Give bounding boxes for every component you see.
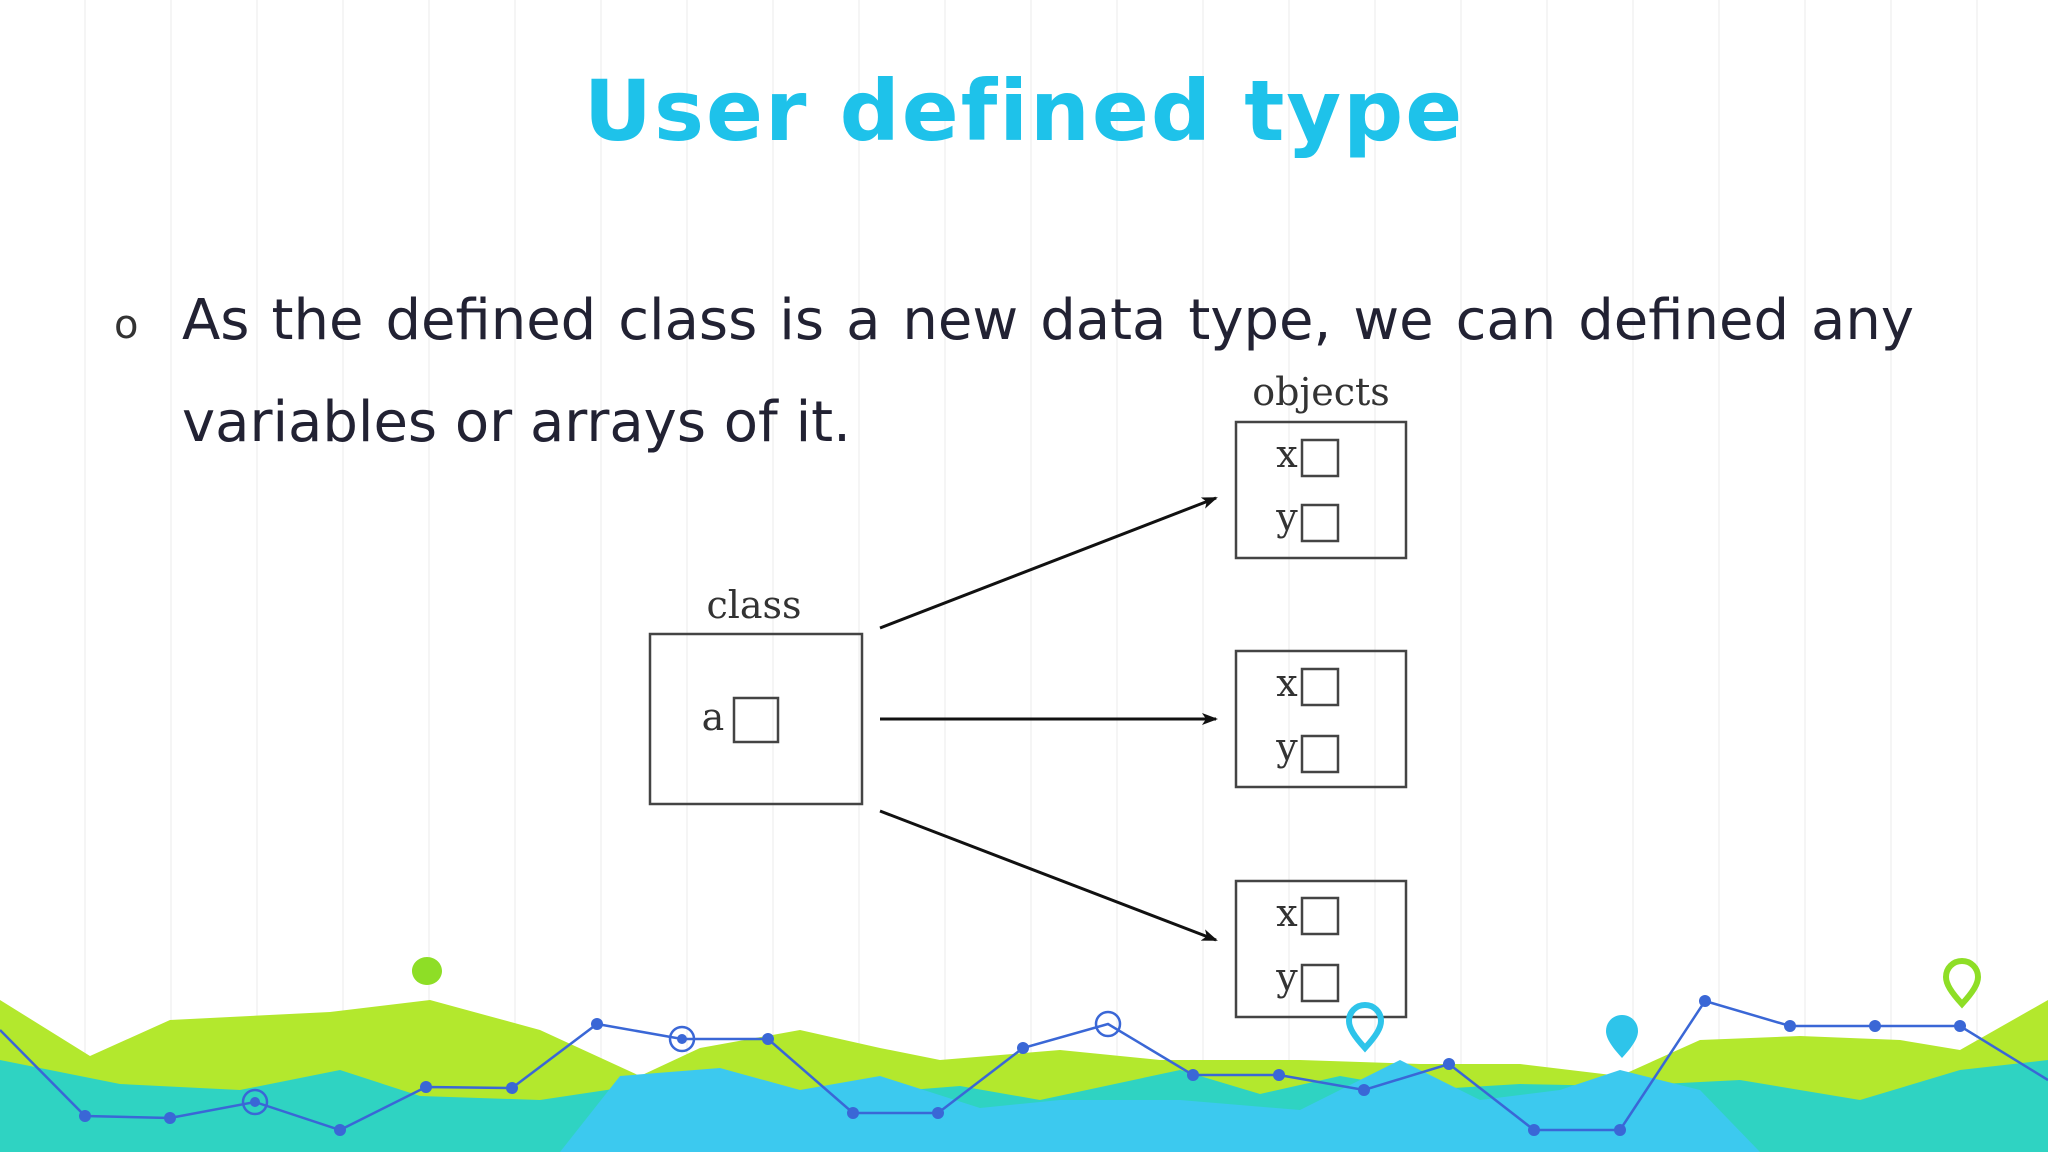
object-1-field-y-label: y xyxy=(1275,495,1298,539)
line-chart-points xyxy=(79,995,1966,1136)
bullet-text-line1: As the defined class is a new data type,… xyxy=(182,288,1914,353)
object-1-field-x-label: x xyxy=(1276,432,1297,476)
class-box xyxy=(648,632,864,806)
object-2-field-y-label: y xyxy=(1275,725,1298,769)
object-box-2: x y xyxy=(1234,649,1408,789)
object-2-field-x-label: x xyxy=(1276,661,1297,705)
decorative-footer xyxy=(0,957,2048,1152)
object-1-field-y-slot xyxy=(1300,503,1340,543)
object-box-3: x y xyxy=(1234,879,1408,1019)
class-field-a-slot xyxy=(732,696,780,744)
bullet-marker: o xyxy=(114,302,139,348)
arrow-to-object-3 xyxy=(879,809,1218,942)
object-box-1: x y xyxy=(1234,420,1408,560)
class-field-a-label: a xyxy=(702,695,725,739)
object-3-field-y-label: y xyxy=(1275,955,1298,999)
objects-label: objects xyxy=(1252,370,1390,414)
location-pin-icon xyxy=(1942,957,1982,1009)
ring-marker-centers xyxy=(250,1034,687,1107)
location-pin-icon xyxy=(1606,1015,1638,1058)
cyan-mountain-shape xyxy=(560,1060,1760,1152)
object-3-field-y-slot xyxy=(1300,963,1340,1003)
object-2-field-x-slot xyxy=(1300,667,1340,707)
bullet-text-line2: variables or arrays of it. xyxy=(182,390,851,455)
object-1-field-x-slot xyxy=(1300,438,1340,478)
location-pin-icon xyxy=(412,957,442,985)
slide-title: User defined type xyxy=(583,62,1465,160)
location-pin-icon xyxy=(1345,1001,1385,1053)
arrow-to-object-1 xyxy=(879,496,1218,630)
object-3-field-x-label: x xyxy=(1276,891,1297,935)
object-2-field-y-slot xyxy=(1300,734,1340,774)
ring-markers xyxy=(241,1010,1122,1116)
class-label: class xyxy=(706,583,801,627)
object-3-field-x-slot xyxy=(1300,896,1340,936)
